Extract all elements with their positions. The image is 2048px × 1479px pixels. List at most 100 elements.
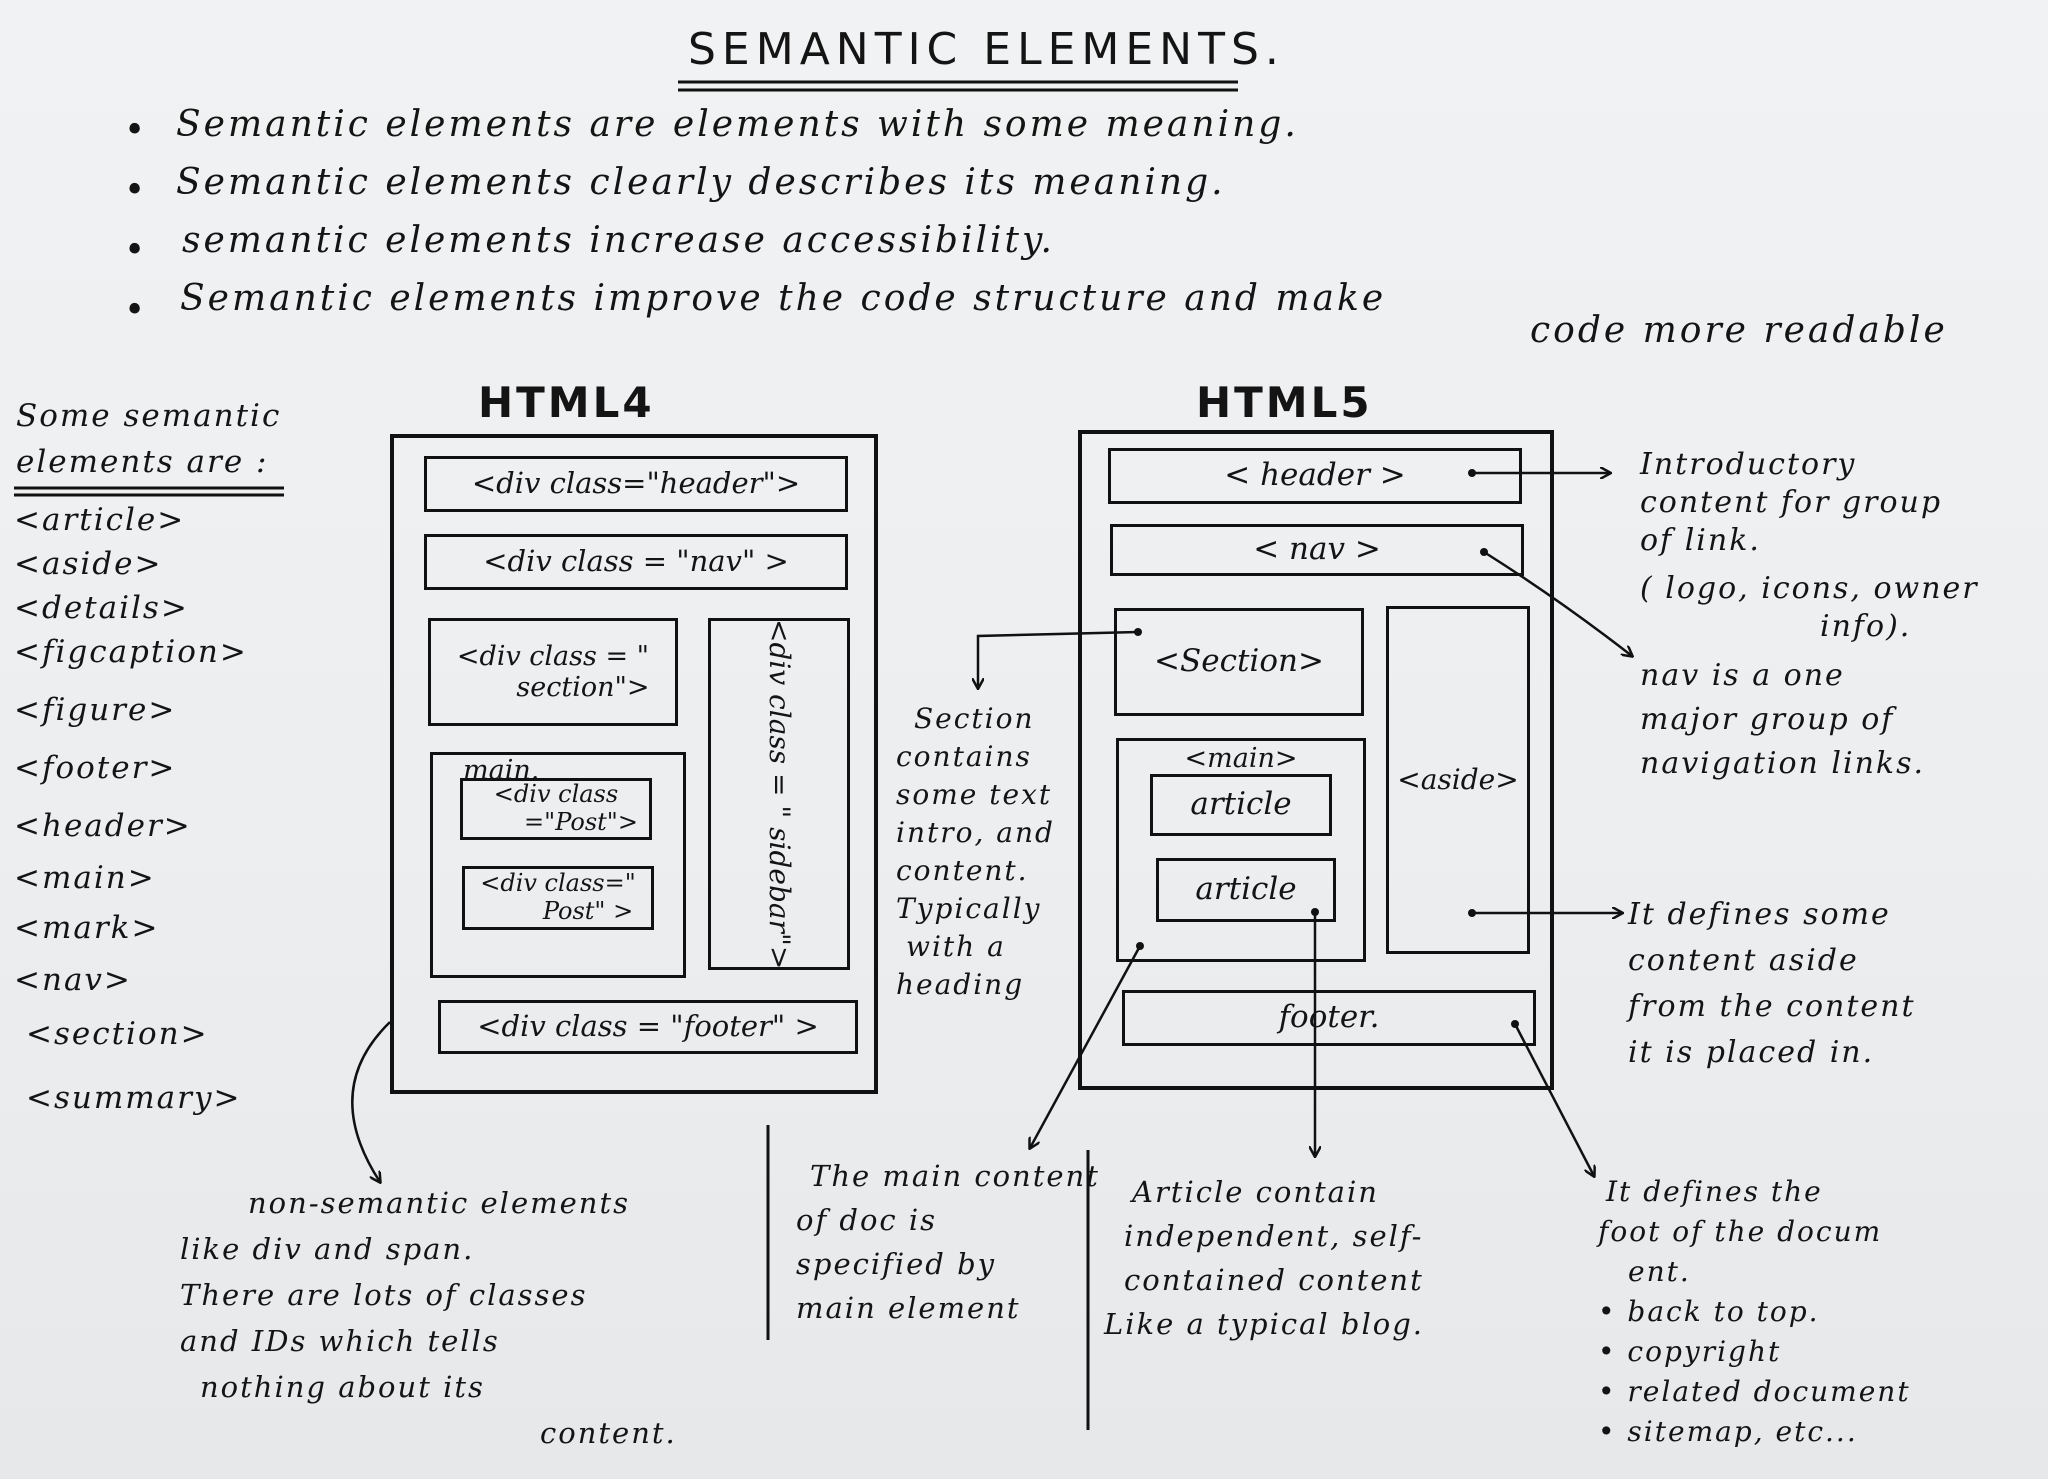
html4-post2-line-1: <div class="	[480, 869, 636, 898]
nonsemantic-note-line: nothing about its	[200, 1370, 485, 1404]
bullet-1: Semantic elements are elements with some…	[176, 104, 1299, 145]
footer-note-line: • copyright	[1598, 1335, 1782, 1368]
section-note-line: Section	[914, 702, 1035, 735]
html5-aside-box: <aside>	[1386, 606, 1530, 954]
section-note-line: Typically	[896, 892, 1042, 925]
html5-main-label: <main>	[1184, 743, 1298, 774]
nav-note-line: major group of	[1640, 702, 1895, 737]
html4-footer-box: <div class = "footer" >	[438, 1000, 858, 1054]
arrow-footer-note	[1513, 1023, 1594, 1176]
html5-nav-box: < nav >	[1110, 524, 1524, 576]
bullet-4: Semantic elements improve the code struc…	[180, 278, 1387, 319]
footer-note-line: • back to top.	[1598, 1295, 1820, 1328]
html4-section-line-1: <div class = "	[456, 640, 650, 672]
main-note-line: of doc is	[796, 1203, 938, 1237]
html4-section-line-2: section">	[516, 672, 650, 703]
nav-note: nav is a one major group of navigation l…	[1640, 654, 1925, 786]
html5-heading: HTML5	[1196, 378, 1373, 427]
list-item: <footer>	[14, 750, 177, 786]
list-heading-line-2: elements are :	[16, 444, 269, 480]
html4-heading: HTML4	[478, 378, 655, 427]
list-heading-line-1: Some semantic	[16, 398, 282, 434]
html4-post1-line-2: ="Post">	[524, 808, 638, 836]
arrow-nav-note	[1483, 550, 1632, 656]
footer-note-line: foot of the docum	[1598, 1215, 1883, 1248]
header-note-line: content for group	[1640, 485, 1943, 520]
footer-note-line: ent.	[1628, 1255, 1691, 1288]
nav-note-line: navigation links.	[1640, 746, 1926, 781]
list-item: <figcaption>	[14, 634, 248, 670]
page-title: SEMANTIC ELEMENTS.	[688, 24, 1285, 75]
main-note-line: main element	[796, 1291, 1021, 1325]
footer-note-line: It defines the	[1606, 1175, 1823, 1208]
main-note: The main content of doc is specified by …	[796, 1154, 1100, 1330]
html5-section-box: <Section>	[1114, 608, 1364, 716]
section-note-line: contains	[896, 740, 1032, 773]
nonsemantic-note-line: and IDs which tells	[180, 1324, 500, 1358]
header-note: Introductory content for group of link. …	[1640, 446, 1979, 646]
nonsemantic-note: non-semantic elements like div and span.…	[180, 1180, 677, 1456]
article-note-line: contained content	[1124, 1263, 1424, 1297]
footer-note-line: • related document	[1598, 1375, 1911, 1408]
nonsemantic-note-line: There are lots of classes	[180, 1278, 588, 1312]
aside-note-line: It defines some	[1628, 897, 1891, 932]
header-note-line: of link.	[1640, 523, 1761, 558]
arrow-nonsemantic-note	[351, 1021, 391, 1182]
header-note-line: info).	[1820, 609, 1912, 644]
dot-aside	[1468, 909, 1476, 917]
dot-nav	[1480, 548, 1488, 556]
dot-section	[1134, 628, 1142, 636]
aside-note-line: from the content	[1628, 989, 1916, 1024]
dot-article	[1311, 908, 1319, 916]
bullet-dot-2: •	[124, 170, 147, 211]
header-note-line: ( logo, icons, owner	[1640, 571, 1979, 606]
dot-footer	[1511, 1020, 1519, 1028]
bullet-dot-1: •	[124, 110, 147, 151]
html4-post1-line-1: <div class	[493, 780, 619, 809]
html5-header-box: < header >	[1108, 448, 1522, 504]
aside-note-line: it is placed in.	[1628, 1035, 1875, 1070]
section-note-line: content.	[896, 854, 1029, 887]
list-item: <mark>	[14, 910, 160, 946]
bullet-3: semantic elements increase accessibility…	[182, 220, 1055, 261]
bullet-dot-3: •	[124, 230, 147, 271]
section-note-line: heading	[896, 968, 1025, 1001]
html4-header-box: <div class="header">	[424, 456, 848, 512]
list-item: <summary>	[26, 1080, 242, 1116]
section-note-line: with a	[906, 930, 1006, 963]
nonsemantic-note-line: non-semantic elements	[248, 1186, 630, 1220]
html5-footer-box: footer.	[1122, 990, 1536, 1046]
main-note-line: specified by	[796, 1247, 997, 1281]
html4-post2-line-2: Post" >	[542, 897, 634, 925]
list-item: <main>	[14, 860, 156, 896]
list-item: <nav>	[14, 962, 132, 998]
footer-note-line: • sitemap, etc...	[1598, 1415, 1858, 1448]
html5-page-frame	[1078, 430, 1554, 1090]
section-note-line: some text	[896, 778, 1053, 811]
list-item: <figure>	[14, 692, 177, 728]
arrow-main-note	[1030, 945, 1142, 1148]
bullet-2: Semantic elements clearly describes its …	[176, 162, 1226, 203]
article-note-line: independent, self-	[1124, 1219, 1424, 1253]
aside-note: It defines some content aside from the c…	[1628, 892, 1916, 1076]
section-note-line: intro, and	[896, 816, 1055, 849]
list-item: <details>	[14, 590, 189, 626]
article-note-line: Article contain	[1132, 1175, 1379, 1209]
footer-note: It defines the foot of the docum ent. • …	[1598, 1172, 1911, 1452]
main-note-line: The main content	[810, 1159, 1100, 1193]
html4-page-frame	[390, 434, 878, 1094]
list-item: <article>	[14, 502, 186, 538]
html4-post-box-2: <div class=" Post" >	[462, 866, 654, 930]
html5-main-box: <main>	[1116, 738, 1366, 962]
nav-note-line: nav is a one	[1640, 658, 1845, 693]
html4-sidebar-label: <div class = " sidebar">	[763, 618, 797, 970]
dot-header	[1468, 469, 1476, 477]
bullet-4-continued: code more readable	[1530, 310, 1948, 351]
article-note-line: Like a typical blog.	[1104, 1307, 1424, 1341]
nonsemantic-note-line: like div and span.	[180, 1232, 475, 1266]
section-note: Section contains some text intro, and co…	[896, 700, 1055, 1004]
html4-nav-box: <div class = "nav" >	[424, 534, 848, 590]
nonsemantic-note-line: content.	[540, 1416, 677, 1450]
